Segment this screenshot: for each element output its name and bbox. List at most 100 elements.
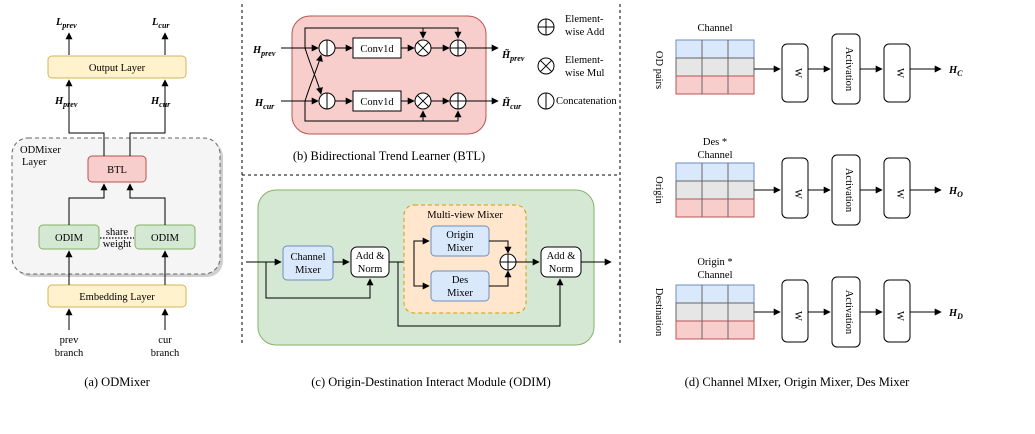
add-norm-1-label-2: Norm	[358, 264, 383, 275]
caption-a: (a) ODMixer	[84, 375, 150, 389]
row2-output-label: HO	[948, 186, 963, 199]
add-norm-1-label-1: Add &	[356, 251, 385, 262]
panel-b-btl: Hprev Hcur Conv1d Conv1d	[252, 14, 617, 163]
origin-to-add	[489, 240, 512, 254]
channel-mixer-box	[282, 245, 334, 281]
bottom-skip-to-mul	[304, 101, 427, 122]
row-des-mixer: Origin * Channel Destination W Activatio…	[653, 257, 963, 348]
share-weight-label-1: share	[106, 227, 128, 238]
prev-branch-label-2: branch	[55, 348, 84, 359]
residual-1	[265, 262, 374, 299]
row2-w1-box	[781, 157, 809, 219]
origin-mixer-label-1: Origin	[446, 230, 474, 241]
multiview-mixer-title: Multi-view Mixer	[427, 210, 503, 221]
row2-side-label: Origin	[653, 176, 664, 204]
h-tilde-prev-label: H̃prev	[501, 48, 525, 63]
row2-top-label-1: Des *	[703, 137, 727, 148]
output-layer-box	[47, 55, 187, 79]
l-cur-label: Lcur	[151, 17, 170, 30]
legend-concat-label: Concatenation	[556, 96, 617, 107]
row1-output-label: HC	[948, 65, 963, 78]
split-to-des	[413, 262, 430, 290]
mul-bottom-x2	[416, 94, 430, 108]
h-cur-label-b: Hcur	[254, 98, 275, 111]
row2-w2-label: W	[894, 189, 905, 199]
odim-left-label: ODIM	[55, 233, 84, 244]
row2-w1-label: W	[792, 189, 803, 199]
h-cur-label-a: Hcur	[150, 96, 171, 109]
row2-activation-label: Activation	[843, 168, 854, 213]
des-mixer-label-1: Des	[452, 275, 468, 286]
bottom-skip-to-add	[423, 110, 462, 122]
row1-activation-label: Activation	[843, 47, 854, 92]
caption-c: (c) Origin-Destination Interact Module (…	[311, 375, 551, 389]
legend-add-label-2: wise Add	[565, 27, 605, 38]
row1-matrix	[675, 39, 755, 95]
channel-mixer-label-1: Channel	[291, 252, 326, 263]
caption-b: (b) Bidirectional Trend Learner (BTL)	[293, 149, 485, 163]
btl-to-h-prev-line	[68, 112, 105, 156]
split-to-origin	[413, 237, 430, 262]
row1-w2-label: W	[894, 68, 905, 78]
odmixer-layer-label-1: ODMixer	[20, 145, 61, 156]
row3-output-label: HD	[948, 308, 963, 321]
btl-label: BTL	[107, 165, 127, 176]
row3-top-label-2: Channel	[698, 270, 733, 281]
row3-side-label: Destination	[653, 288, 664, 337]
share-weight-label-2: weight	[103, 239, 132, 250]
output-layer-label: Output Layer	[89, 63, 146, 74]
odim-right-label: ODIM	[151, 233, 180, 244]
origin-mixer-label-2: Mixer	[447, 243, 473, 254]
row1-side-label: OD pairs	[653, 51, 664, 89]
btl-box	[87, 155, 147, 183]
row3-w2-box	[883, 279, 911, 343]
row3-w1-box	[781, 279, 809, 343]
top-skip-to-add	[423, 27, 462, 39]
row3-activation-label: Activation	[843, 290, 854, 335]
h-prev-label-a: Hprev	[54, 96, 78, 109]
embedding-layer-box	[47, 284, 187, 308]
conv-bottom-label: Conv1d	[360, 97, 394, 108]
conv-top-label: Conv1d	[360, 44, 394, 55]
matrix-row-red	[675, 75, 755, 95]
panel-d-mixers: Channel OD pairs W Activation W HC Des *	[653, 23, 963, 389]
row1-top-label: Channel	[698, 23, 733, 34]
odim-left-to-btl	[68, 183, 108, 225]
legend-mul-x2	[539, 59, 553, 73]
legend-mul-label-1: Element-	[565, 55, 604, 66]
matrix-row-red	[675, 320, 755, 340]
residual-2	[397, 262, 564, 327]
channel-mixer-label-2: Mixer	[295, 265, 321, 276]
cur-branch-label-1: cur	[158, 335, 172, 346]
cross-cur-to-top	[304, 54, 323, 102]
matrix-row-blue	[675, 284, 755, 304]
row-origin-mixer: Des * Channel Origin W Activation W HO	[653, 137, 963, 226]
row2-w2-box	[883, 157, 911, 219]
h-prev-label-b: Hprev	[252, 45, 276, 58]
panel-c-odim: Channel Mixer Add & Norm Multi-view Mixe…	[246, 189, 612, 389]
legend-add-label-1: Element-	[565, 14, 604, 25]
row3-w1-label: W	[792, 311, 803, 321]
matrix-row-blue	[675, 162, 755, 182]
row2-matrix	[675, 162, 755, 218]
legend-mul-label-2: wise Mul	[565, 68, 604, 79]
row3-matrix	[675, 284, 755, 340]
embedding-layer-label: Embedding Layer	[79, 292, 155, 303]
row-channel-mixer: Channel OD pairs W Activation W HC	[653, 23, 963, 105]
row1-w1-label: W	[792, 68, 803, 78]
des-mixer-label-2: Mixer	[447, 288, 473, 299]
btl-container	[291, 15, 487, 135]
h-tilde-cur-label: H̃cur	[501, 96, 522, 111]
matrix-row-red	[675, 198, 755, 218]
add-norm-2-label-1: Add &	[547, 251, 576, 262]
row2-top-label-2: Channel	[698, 150, 733, 161]
prev-branch-label-1: prev	[60, 335, 79, 346]
matrix-row-gray	[675, 302, 755, 322]
odim-right-to-btl	[126, 183, 166, 225]
row3-w2-label: W	[894, 311, 905, 321]
row3-top-label-1: Origin *	[697, 257, 732, 268]
cur-branch-label-2: branch	[151, 348, 180, 359]
matrix-row-gray	[675, 180, 755, 200]
mul-top-x2	[416, 41, 430, 55]
